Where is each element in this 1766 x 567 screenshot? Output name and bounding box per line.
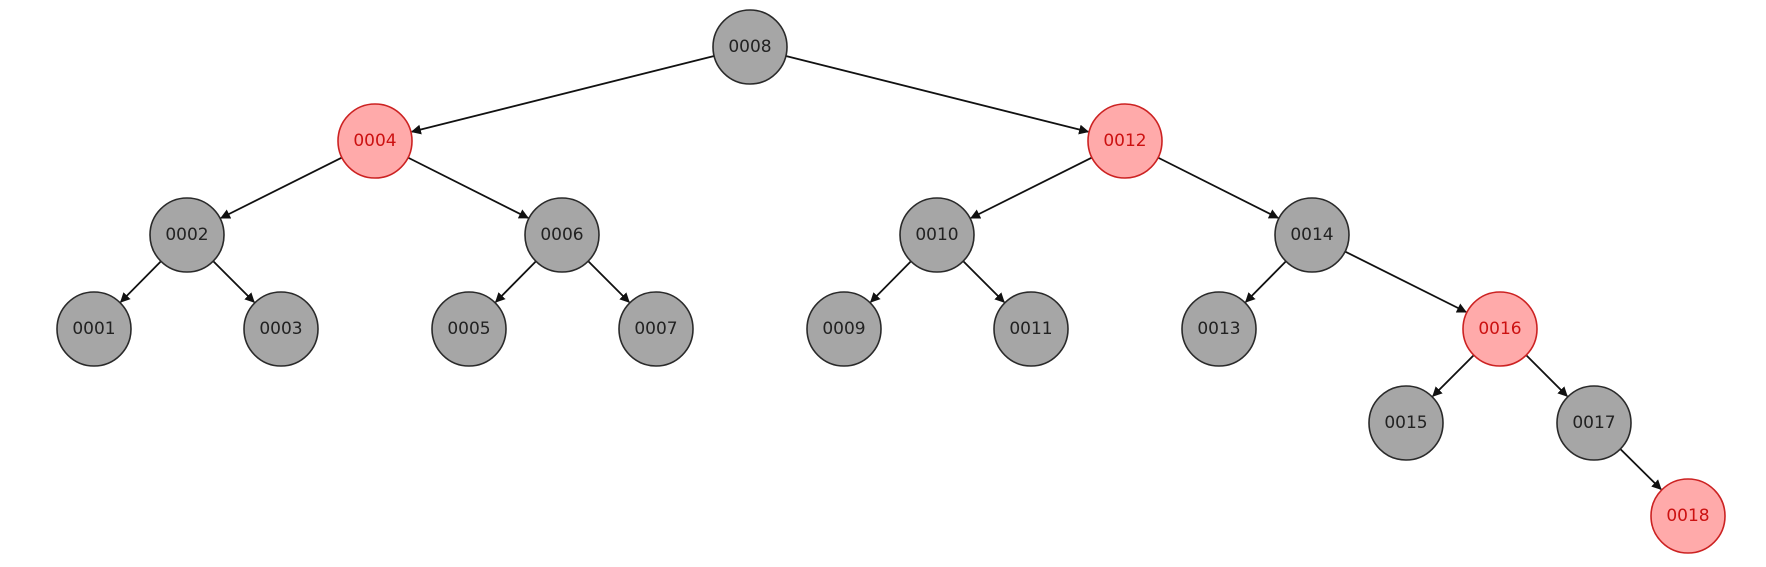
node-circle (149, 197, 225, 273)
node-circle (1181, 291, 1257, 367)
node-circle (337, 103, 413, 179)
tree-node-0006: 0006 (524, 197, 600, 273)
edge-n16-n15 (1432, 354, 1475, 397)
node-circle (1556, 385, 1632, 461)
node-circle (1462, 291, 1538, 367)
node-circle (1368, 385, 1444, 461)
tree-node-0018: 0018 (1650, 478, 1726, 554)
tree-node-0012: 0012 (1087, 103, 1163, 179)
tree-node-0017: 0017 (1556, 385, 1632, 461)
edge-n14-n13 (1245, 260, 1287, 303)
tree-node-0005: 0005 (431, 291, 507, 367)
tree-node-0009: 0009 (806, 291, 882, 367)
nodes-layer: 0008 0004 0012 0002 0006 0010 0014 0001 0003 0005… (56, 9, 1726, 554)
tree-node-0008: 0008 (712, 9, 788, 85)
node-circle (524, 197, 600, 273)
edge-n10-n11 (962, 260, 1005, 303)
tree-node-0013: 0013 (1181, 291, 1257, 367)
edge-n14-n16 (1344, 250, 1467, 313)
tree-node-0001: 0001 (56, 291, 132, 367)
node-circle (1274, 197, 1350, 273)
node-circle (993, 291, 1069, 367)
tree-node-0016: 0016 (1462, 291, 1538, 367)
edge-n17-n18 (1619, 448, 1662, 490)
edges-layer (120, 55, 1662, 490)
edge-n8-n12 (785, 55, 1090, 135)
node-circle (712, 9, 788, 85)
edge-n4-n6 (407, 156, 529, 219)
node-circle (618, 291, 694, 367)
tree-node-0003: 0003 (243, 291, 319, 367)
node-circle (431, 291, 507, 367)
tree-node-0015: 0015 (1368, 385, 1444, 461)
tree-node-0014: 0014 (1274, 197, 1350, 273)
tree-node-0007: 0007 (618, 291, 694, 367)
node-circle (1650, 478, 1726, 554)
edge-n2-n3 (212, 260, 255, 303)
node-circle (243, 291, 319, 367)
edge-n6-n7 (587, 260, 630, 303)
tree-node-0002: 0002 (149, 197, 225, 273)
edge-n4-n2 (220, 156, 343, 219)
edge-n8-n4 (410, 55, 715, 135)
node-circle (1087, 103, 1163, 179)
edge-n12-n10 (970, 156, 1093, 219)
edge-n16-n17 (1525, 354, 1568, 397)
tree-node-0011: 0011 (993, 291, 1069, 367)
edge-n12-n14 (1157, 156, 1279, 219)
node-circle (56, 291, 132, 367)
tree-node-0010: 0010 (899, 197, 975, 273)
edge-n6-n5 (495, 260, 537, 303)
edge-n2-n1 (120, 260, 162, 303)
edge-n10-n9 (870, 260, 912, 303)
tree-node-0004: 0004 (337, 103, 413, 179)
node-circle (899, 197, 975, 273)
node-circle (806, 291, 882, 367)
